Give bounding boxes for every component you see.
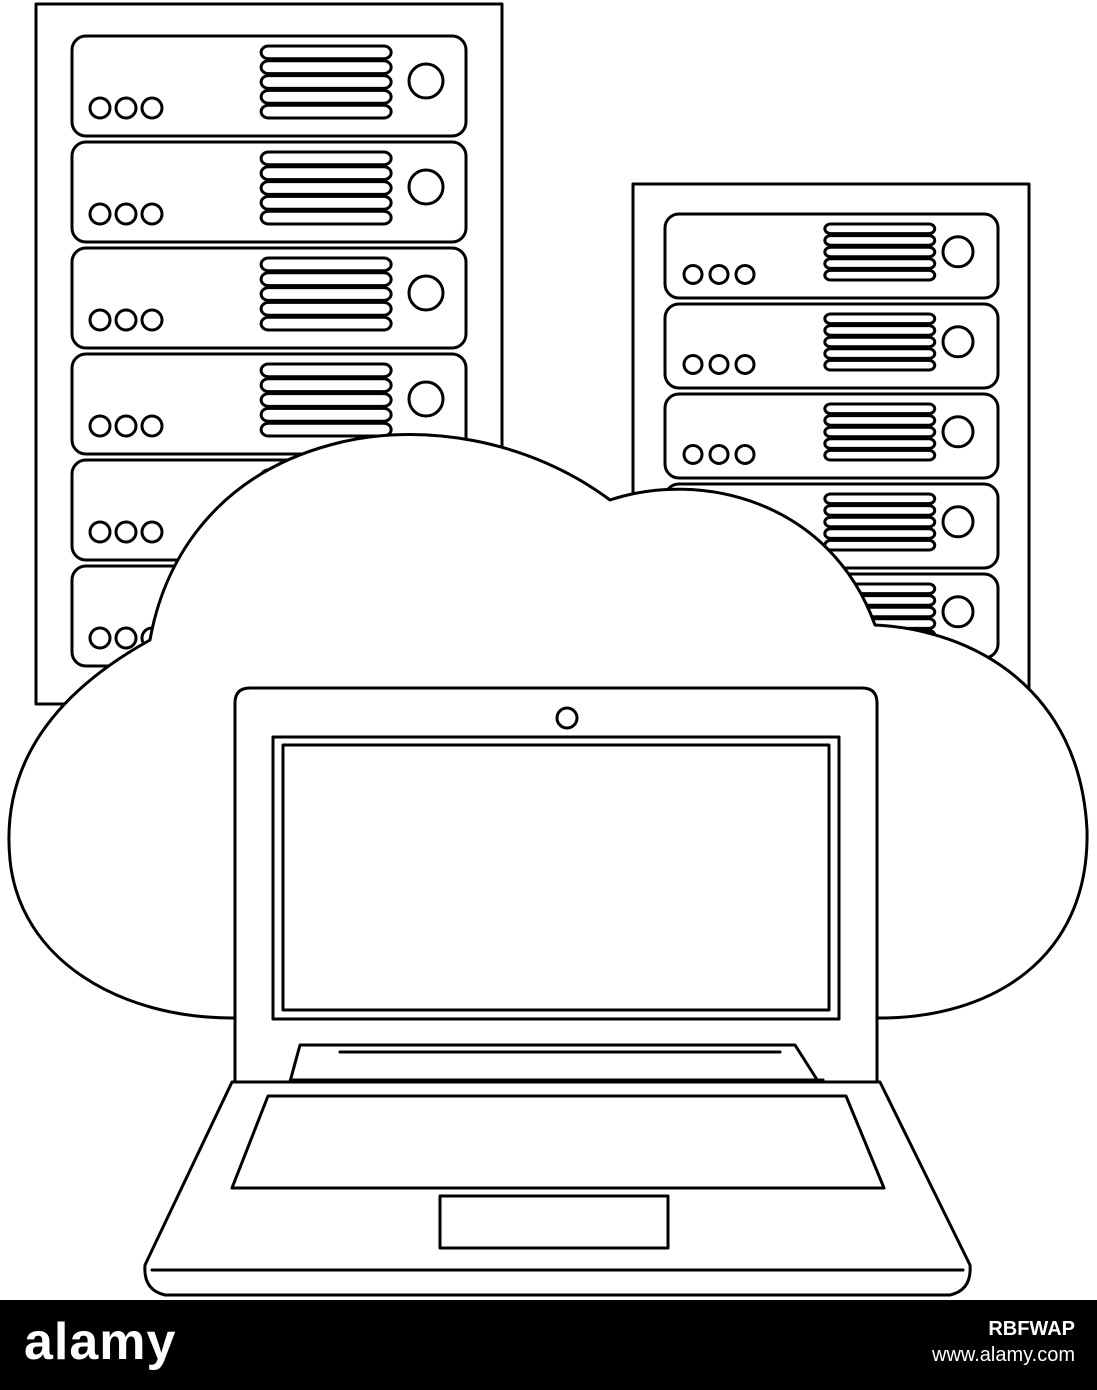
watermark-footer: alamy RBFWAP www.alamy.com	[0, 1300, 1097, 1390]
laptop-screen	[271, 735, 841, 1021]
power-button-icon	[941, 325, 975, 359]
power-button-icon	[941, 235, 975, 269]
led-icon	[114, 202, 138, 226]
led-icon	[114, 96, 138, 120]
led-icon	[708, 443, 730, 465]
led-icon	[140, 414, 164, 438]
led-icon	[114, 308, 138, 332]
power-button-icon	[407, 168, 445, 206]
brand-logo: alamy	[24, 1313, 177, 1371]
power-button-icon	[407, 380, 445, 418]
led-icon	[708, 263, 730, 285]
touchpad	[438, 1194, 670, 1250]
led-icon	[114, 626, 138, 650]
led-icon	[88, 520, 112, 544]
footer-meta: RBFWAP www.alamy.com	[932, 1316, 1075, 1368]
led-icon	[88, 414, 112, 438]
power-button-icon	[407, 62, 445, 100]
laptop-screen-inner	[281, 743, 831, 1012]
server-unit	[663, 212, 1000, 300]
led-icon	[734, 353, 756, 375]
keyboard-area	[230, 1094, 886, 1190]
power-button-icon	[941, 505, 975, 539]
server-unit	[663, 302, 1000, 390]
led-icon	[708, 353, 730, 375]
server-unit	[70, 246, 468, 350]
led-icon	[734, 443, 756, 465]
server-rack-left-icon	[34, 2, 504, 706]
led-icon	[682, 443, 704, 465]
laptop-icon	[143, 686, 972, 1297]
led-icon	[140, 308, 164, 332]
server-unit	[70, 140, 468, 244]
led-icon	[140, 96, 164, 120]
server-unit	[663, 392, 1000, 480]
server-unit	[70, 352, 468, 456]
led-icon	[682, 263, 704, 285]
led-icon	[140, 520, 164, 544]
led-icon	[88, 96, 112, 120]
led-icon	[88, 308, 112, 332]
laptop-lid	[233, 686, 879, 1084]
illustration	[7, 2, 1089, 1297]
power-button-icon	[941, 595, 975, 629]
led-icon	[682, 353, 704, 375]
led-icon	[88, 626, 112, 650]
image-id-text: RBFWAP	[988, 1318, 1075, 1340]
site-url-text: www.alamy.com	[932, 1344, 1075, 1366]
webcam-icon	[555, 706, 579, 730]
led-icon	[88, 202, 112, 226]
power-button-icon	[941, 415, 975, 449]
led-icon	[114, 414, 138, 438]
server-unit	[70, 34, 468, 138]
power-button-icon	[407, 274, 445, 312]
led-icon	[734, 263, 756, 285]
led-icon	[140, 202, 164, 226]
led-icon	[114, 520, 138, 544]
